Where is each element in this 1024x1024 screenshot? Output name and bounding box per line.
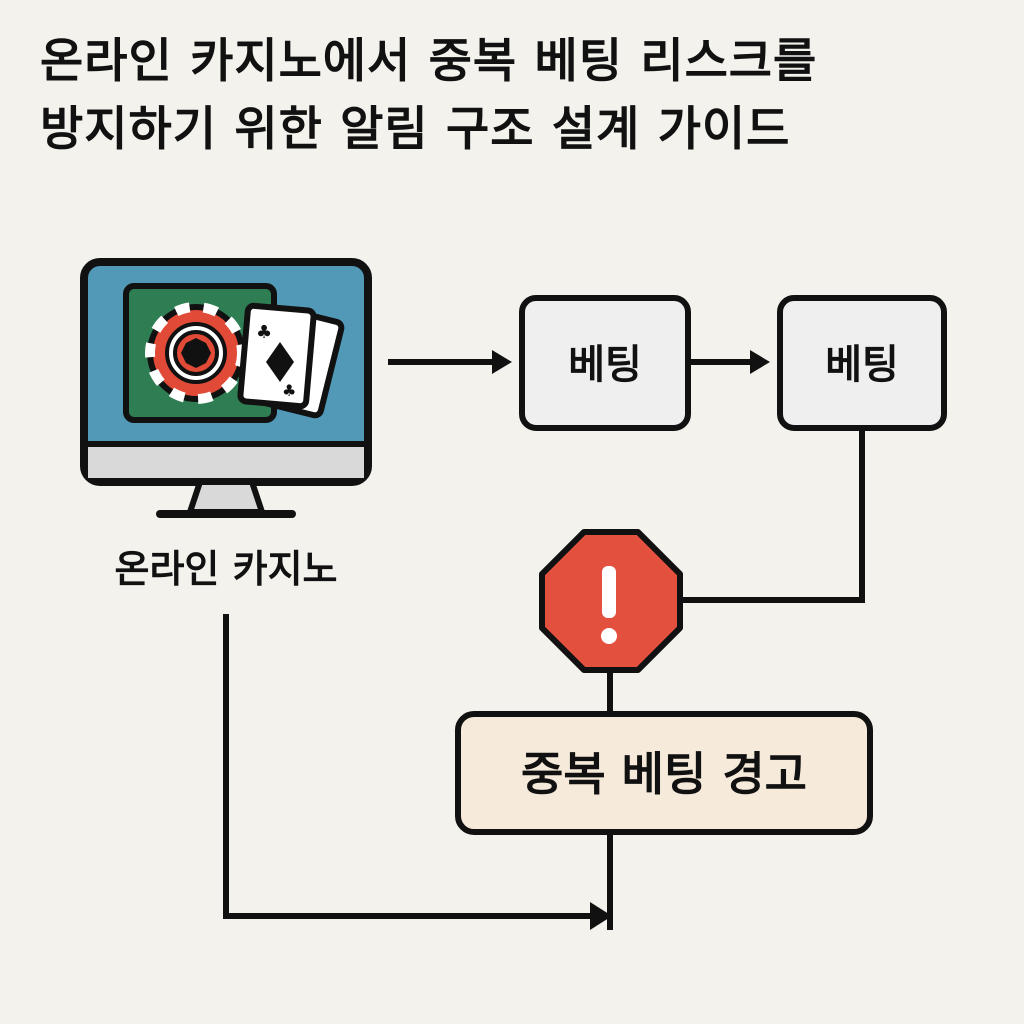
arrow-bet-1-to-bet-2 bbox=[688, 350, 770, 374]
bet-box-1: 베팅 bbox=[519, 295, 691, 431]
bet-box-2: 베팅 bbox=[777, 295, 947, 431]
title-line-1: 온라인 카지노에서 중복 베팅 리스크를 bbox=[40, 34, 818, 89]
page-title: 온라인 카지노에서 중복 베팅 리스크를 방지하기 위한 알림 구조 설계 가이… bbox=[40, 28, 1000, 164]
casino-chip-icon bbox=[145, 302, 247, 404]
title-line-2: 방지하기 위한 알림 구조 설계 가이드 bbox=[40, 102, 791, 157]
bet-box-1-label: 베팅 bbox=[568, 342, 642, 388]
connector-casino-to-warning bbox=[223, 614, 594, 919]
casino-label: 온라인 카지노 bbox=[115, 547, 338, 591]
playing-cards-icon: ♣ ♣ bbox=[237, 302, 345, 419]
connector-bet-2-to-stop bbox=[680, 428, 865, 603]
svg-text:♣: ♣ bbox=[282, 381, 296, 400]
warning-box-label: 중복 베팅 경고 bbox=[521, 747, 807, 801]
stop-warning-icon bbox=[539, 529, 683, 673]
arrow-head-casino-to-warning bbox=[590, 902, 612, 930]
bet-box-2-label: 베팅 bbox=[825, 342, 899, 388]
arrow-monitor-to-bet-1 bbox=[388, 350, 512, 374]
svg-text:♣: ♣ bbox=[256, 322, 272, 343]
duplicate-bet-warning-box: 중복 베팅 경고 bbox=[455, 711, 873, 835]
